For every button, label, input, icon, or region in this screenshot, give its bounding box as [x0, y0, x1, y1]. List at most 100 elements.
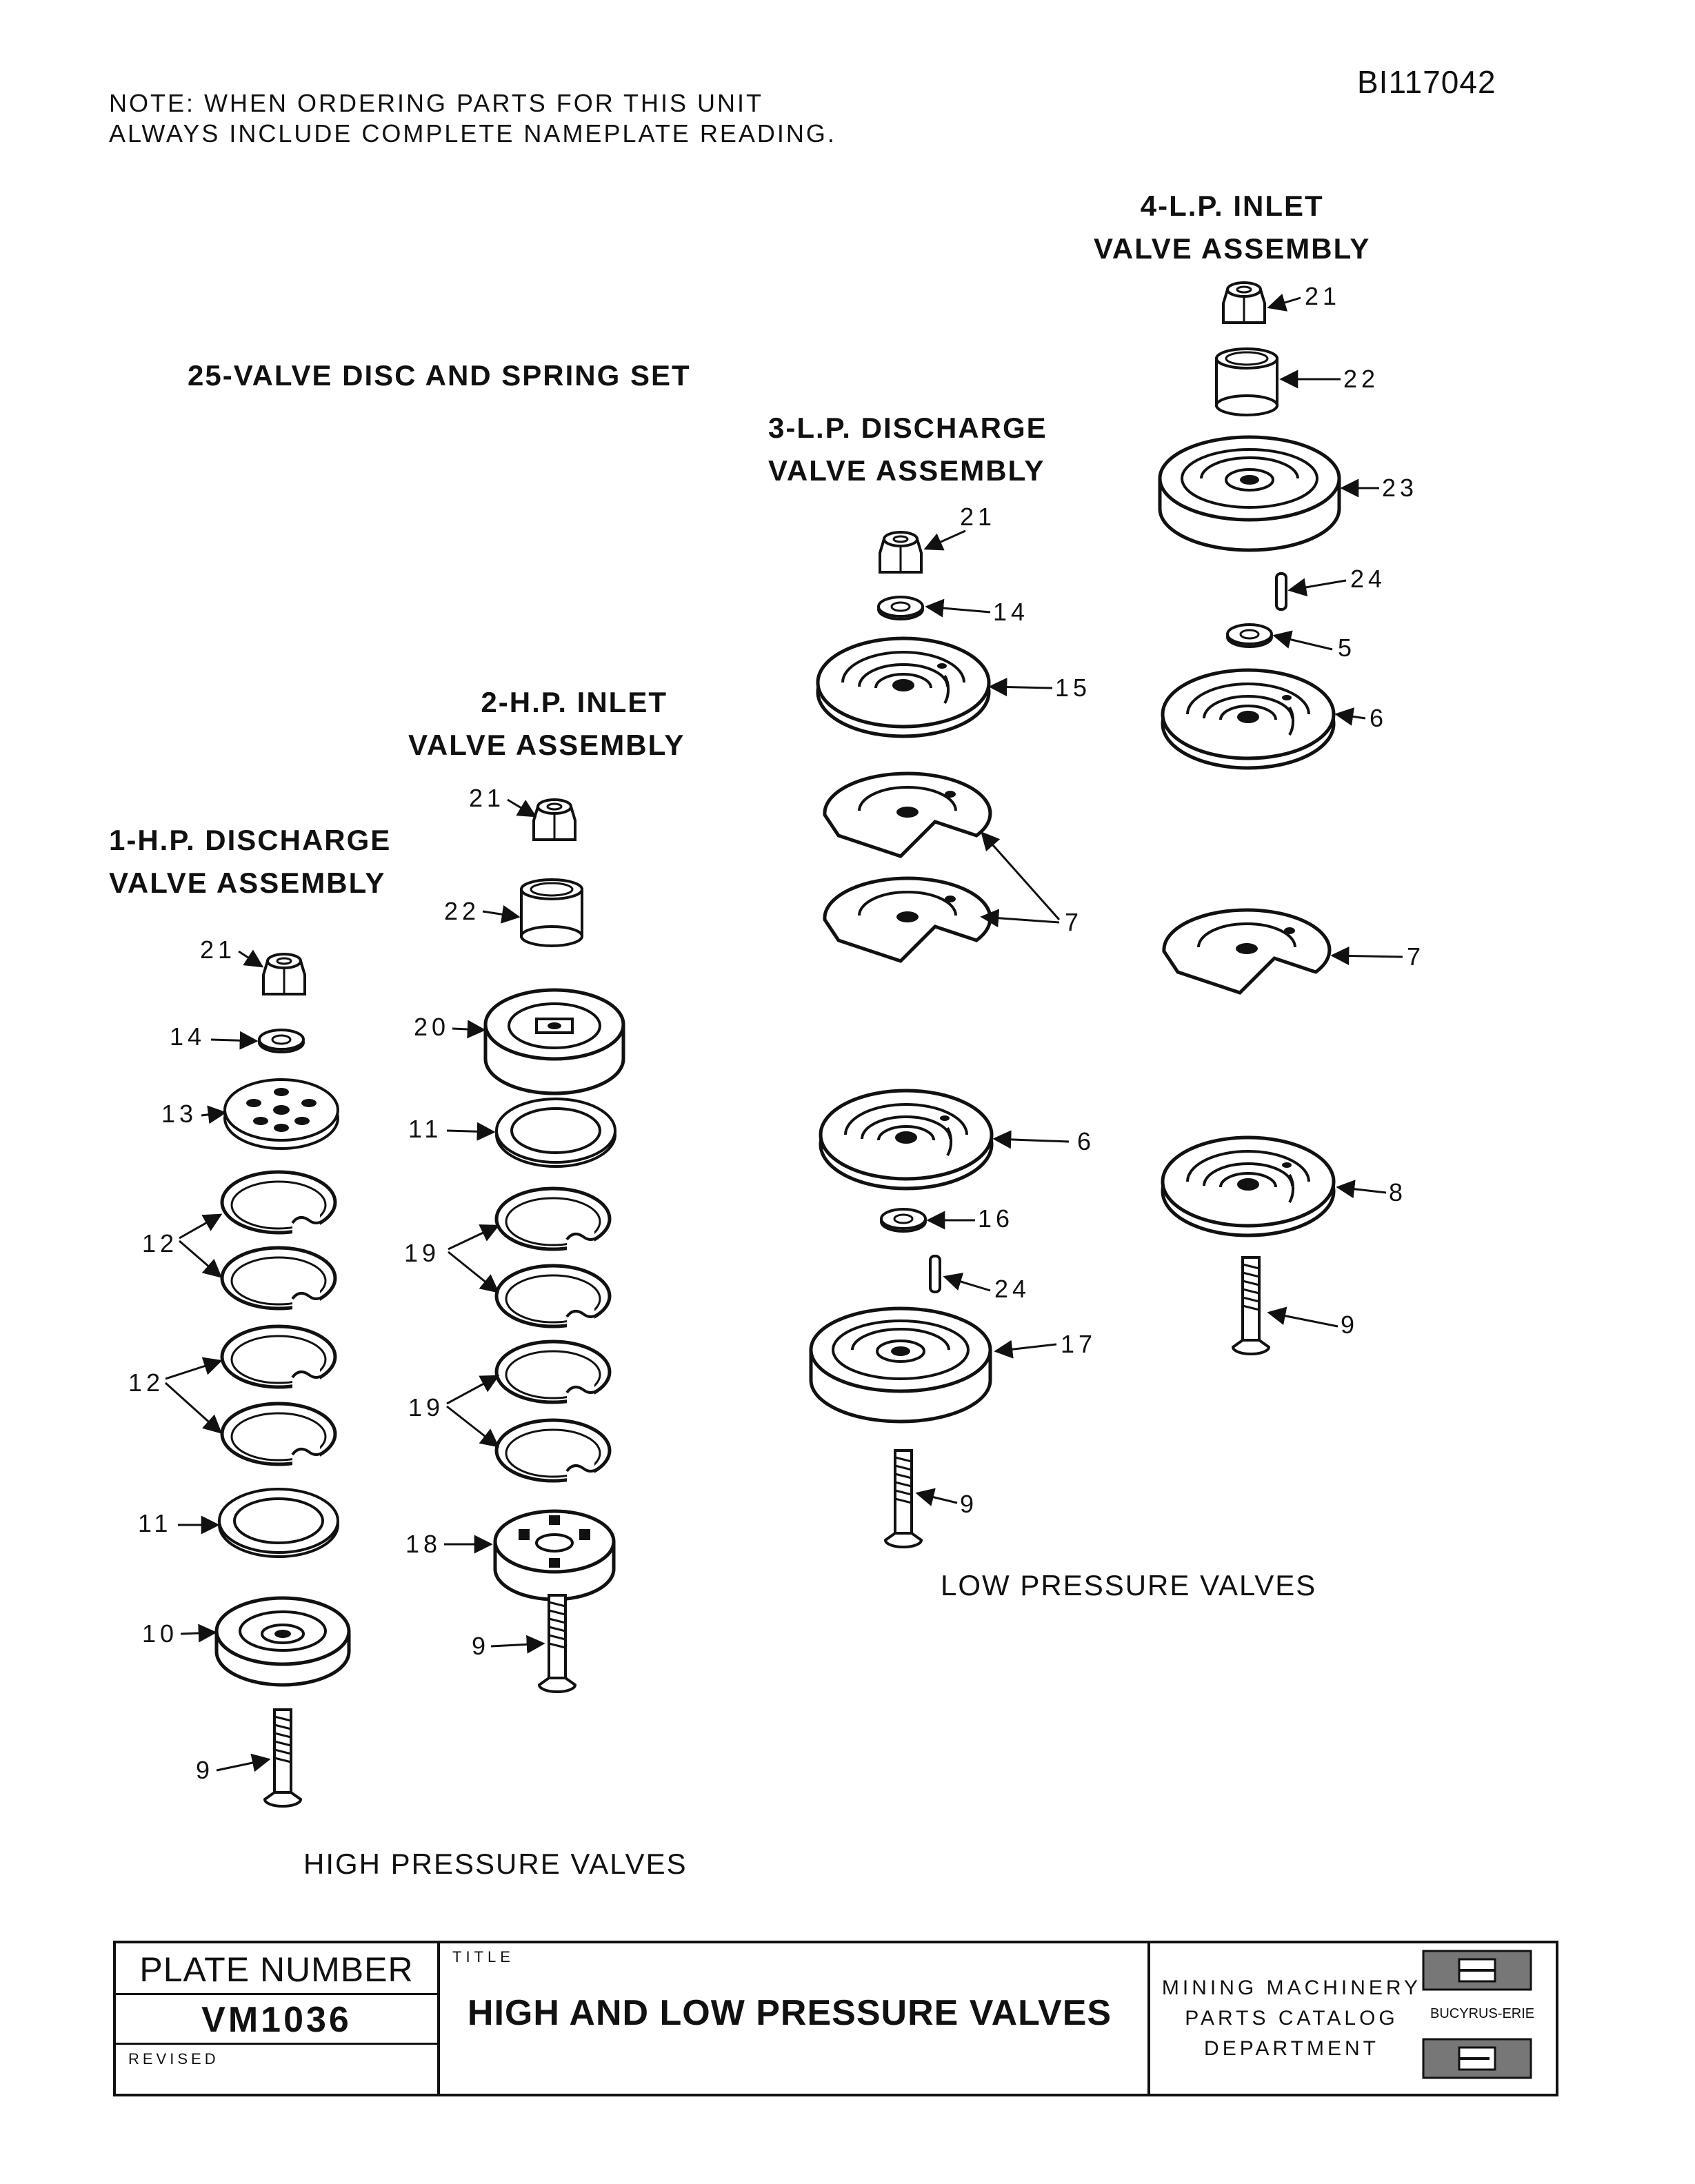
nut-part: [1222, 281, 1266, 324]
bolt-part: [538, 1594, 576, 1693]
callout-label: 15: [1055, 674, 1091, 702]
cushion-plate-part: [1163, 670, 1334, 768]
callout-label: 22: [1343, 365, 1379, 393]
callout-label: 10: [142, 1619, 178, 1648]
valve-seat-part: [811, 1308, 990, 1422]
lp-inlet-callouts: 21 22 23 24 5 6 7 8 9: [1267, 282, 1425, 1339]
callout-label: 5: [1338, 634, 1356, 662]
callout-label: 24: [994, 1275, 1030, 1303]
callout-label: 14: [170, 1022, 205, 1051]
callout-label: 9: [960, 1490, 978, 1518]
callout-label: 9: [472, 1632, 490, 1660]
spring-part: [222, 1404, 335, 1468]
spring-part: [497, 1189, 610, 1253]
bucyrus-erie-logo: [1422, 1950, 1532, 2079]
valve-disc-part: [825, 774, 990, 856]
hp-inlet-callouts: 21 22 20 11 19 19 18 9: [404, 784, 545, 1660]
valve-seat-part: [214, 1596, 351, 1687]
low-pressure-caption: LOW PRESSURE VALVES: [941, 1569, 1317, 1601]
hp-discharge-assembly-label: 1-H.P. DISCHARGE VALVE ASSEMBLY: [109, 819, 391, 904]
revised-label: REVISED: [128, 2050, 219, 2067]
bushing-part: [1215, 347, 1278, 416]
callout-label: 7: [1407, 942, 1425, 971]
ring-part: [495, 1098, 616, 1168]
lp-discharge-callouts: 21 14 15 7 6 16 24 17 9: [915, 503, 1096, 1518]
callout-label: 21: [469, 784, 505, 812]
nut-part: [262, 953, 306, 995]
nut-part: [879, 531, 923, 574]
spring-part: [222, 1172, 335, 1237]
lp-discharge-stack: [811, 531, 992, 1548]
bushing-part: [520, 878, 583, 947]
lp-inlet-assembly-label: 4-L.P. INLET VALVE ASSEMBLY: [1094, 185, 1370, 270]
lp-inlet-label-line1: 4-L.P. INLET: [1140, 190, 1324, 222]
callout-label: 20: [414, 1013, 450, 1041]
document-id: BI117042: [1357, 64, 1496, 100]
spring-part: [222, 1248, 335, 1313]
department-line1: MINING MACHINERY: [1161, 1976, 1422, 1999]
hp-discharge-stack: [214, 953, 351, 1808]
hp-inlet-label-line2: VALVE ASSEMBLY: [408, 729, 685, 761]
valve-guard-part: [818, 638, 989, 736]
ordering-note-line2: ALWAYS INCLUDE COMPLETE NAMEPLATE READIN…: [109, 119, 836, 148]
callout-label: 22: [444, 897, 480, 925]
department-name: MINING MACHINERY PARTS CATALOG DEPARTMEN…: [1150, 1973, 1433, 2064]
department-line3: DEPARTMENT: [1204, 2037, 1379, 2060]
department-cell: [1147, 1941, 1558, 2096]
callout-label: 18: [405, 1530, 441, 1558]
title-block: [113, 1941, 1558, 2096]
bolt-part: [263, 1708, 302, 1808]
pin-part: [1275, 572, 1287, 611]
callout-label: 17: [1061, 1330, 1096, 1358]
hp-inlet-stack: [483, 798, 625, 1693]
hp-discharge-label-line1: 1-H.P. DISCHARGE: [109, 824, 392, 856]
callout-label: 12: [128, 1368, 164, 1397]
bolt-part: [884, 1449, 923, 1548]
washer-part: [258, 1029, 305, 1053]
callout-label: 6: [1077, 1127, 1095, 1155]
valve-guard-part: [483, 988, 625, 1095]
hp-inlet-label-line1: 2-H.P. INLET: [481, 686, 668, 718]
lp-inlet-stack: [1160, 281, 1339, 1355]
callout-label: 21: [1305, 282, 1341, 310]
spring-part: [497, 1420, 610, 1485]
lp-discharge-assembly-label: 3-L.P. DISCHARGE VALVE ASSEMBLY: [768, 407, 1047, 492]
ordering-note-line1: NOTE: WHEN ORDERING PARTS FOR THIS UNIT: [109, 89, 764, 117]
callout-label: 19: [408, 1393, 444, 1422]
spring-part: [497, 1266, 610, 1331]
callout-label: 11: [408, 1115, 442, 1143]
hp-inlet-assembly-label: 2-H.P. INLET VALVE ASSEMBLY: [408, 681, 685, 767]
ring-part: [218, 1488, 339, 1558]
callout-label: 6: [1370, 704, 1387, 732]
callout-label: 12: [142, 1229, 178, 1257]
nut-part: [532, 798, 576, 841]
disc-spring-set-label: 25-VALVE DISC AND SPRING SET: [188, 359, 691, 392]
title-label: TITLE: [452, 1948, 514, 1965]
washer-part: [877, 596, 924, 620]
exploded-parts-drawing: 21 14 13 12 12 11 10 9: [128, 281, 1425, 1808]
plate-number-value: VM1036: [116, 1995, 437, 2045]
callout-label: 14: [993, 598, 1029, 626]
lp-inlet-label-line2: VALVE ASSEMBLY: [1094, 232, 1371, 265]
callout-label: 21: [960, 503, 996, 531]
cushion-plate-part: [821, 1091, 992, 1189]
valve-seat-part: [493, 1509, 616, 1601]
department-line2: PARTS CATALOG: [1185, 2007, 1398, 2030]
washer-part: [1226, 623, 1273, 648]
callout-label: 13: [161, 1100, 197, 1128]
callout-label: 23: [1382, 474, 1418, 502]
valve-guard-part: [1163, 1138, 1334, 1235]
drawing-title: HIGH AND LOW PRESSURE VALVES: [467, 1993, 1112, 2033]
spring-part: [222, 1326, 335, 1391]
valve-disc-part: [1164, 910, 1330, 993]
callout-label: 8: [1389, 1178, 1407, 1206]
lp-discharge-label-line1: 3-L.P. DISCHARGE: [768, 412, 1047, 444]
hp-discharge-callouts: 21 14 13 12 12 11 10 9: [128, 936, 271, 1784]
valve-disc-part: [825, 878, 990, 961]
bolt-part: [1232, 1256, 1270, 1355]
plate-number-cell: [113, 1941, 440, 2096]
pin-part: [929, 1255, 941, 1293]
callout-label: 24: [1350, 565, 1386, 593]
high-pressure-caption: HIGH PRESSURE VALVES: [303, 1848, 688, 1880]
hp-discharge-label-line2: VALVE ASSEMBLY: [109, 867, 386, 899]
